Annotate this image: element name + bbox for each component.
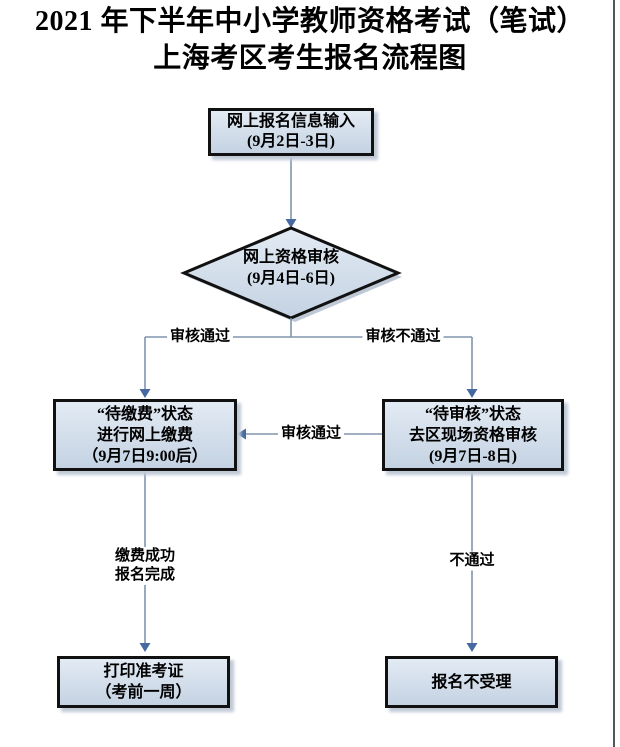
arrowhead-into-pay-side [237,428,246,440]
node-line: 去区现场资格审核 [408,426,537,444]
edge-label-not-passed: 不通过 [446,551,498,571]
edge-label-line: 缴费成功 [114,548,176,564]
node-line: (9月7日-8日) [429,447,517,465]
scan-edge-line [613,0,615,747]
node-pending-payment: “待缴费”状态 进行网上缴费 （9月7日9:00后） [53,399,237,471]
arrowhead-into-pay [139,389,151,398]
node-pending-onsite-review: “待审核”状态 去区现场资格审核 (9月7日-8日) [382,399,564,471]
arrowhead-into-reject [466,643,478,652]
node-online-review-label: 网上资格审核 (9月4日-6日) [191,247,391,289]
page-title-line2: 上海考区考生报名流程图 [153,43,467,74]
node-registration-rejected: 报名不受理 [385,656,558,708]
node-line: 网上资格审核 [242,249,339,266]
arrowhead-into-onsite [466,389,478,398]
node-online-registration: 网上报名信息输入 (9月2日-3日) [208,108,374,156]
node-print-admission-ticket: 打印准考证 （考前一周） [57,656,230,708]
edge-label-onsite-passed: 审核通过 [277,424,345,444]
review-diamond-shape [180,226,402,320]
node-line: 进行网上缴费 [96,426,193,444]
arrowhead-into-print [139,643,151,652]
node-line: (9月2日-3日) [247,133,335,150]
node-line: 打印准考证 [103,663,184,680]
node-line: （9月7日9:00后） [82,447,208,465]
edge-label-review-failed: 审核不通过 [362,327,444,347]
node-line: (9月4日-6日) [247,270,335,287]
node-line: 网上报名信息输入 [226,113,355,130]
arrowhead-into-review [285,219,297,228]
edge-label-line: 报名完成 [114,567,176,583]
page-title-line1: 2021 年下半年中小学教师资格考试（笔试） [34,6,585,37]
edge-label-payment-complete: 缴费成功 报名完成 [111,547,179,585]
node-line: “待审核”状态 [424,405,521,423]
node-line: “待缴费”状态 [96,405,193,423]
edge-label-review-passed: 审核通过 [166,327,234,347]
node-line: （考前一周） [95,684,192,701]
node-line: 报名不受理 [431,673,512,691]
